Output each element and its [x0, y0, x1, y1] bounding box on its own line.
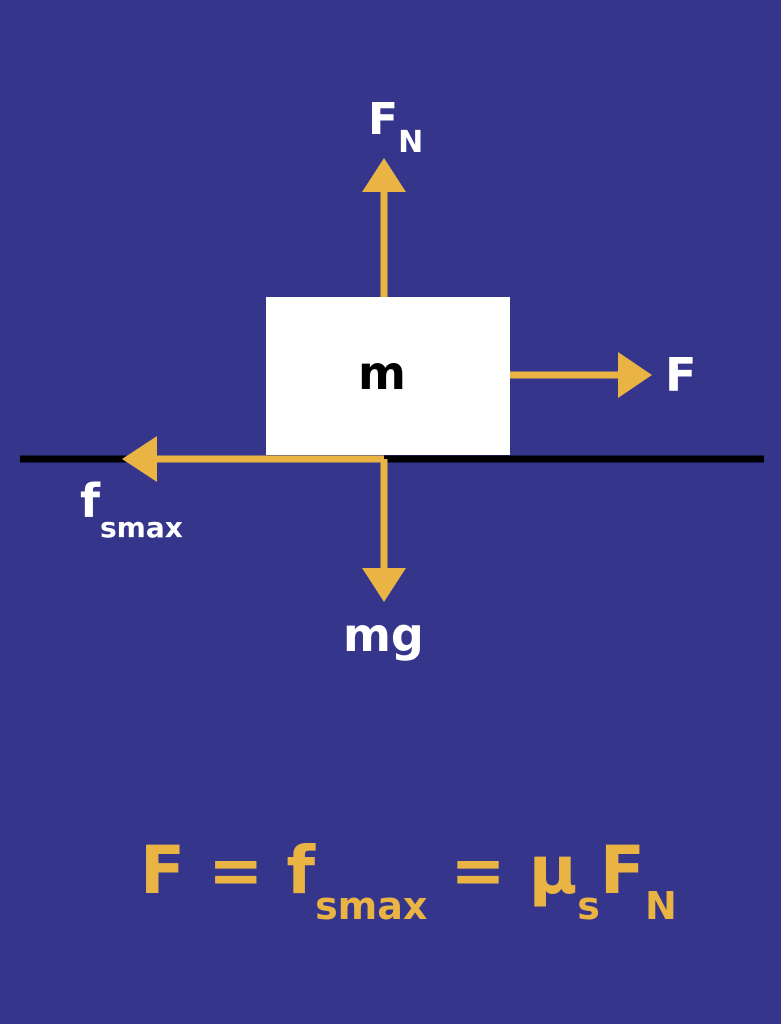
weight-arrowhead	[362, 568, 406, 602]
applied-force-label: F	[665, 348, 697, 402]
normal-force-label: FN	[368, 94, 424, 160]
weight-label: mg	[343, 608, 424, 662]
friction-label: fsmax	[80, 474, 183, 544]
mass-block	[266, 297, 510, 455]
equation: F = fsmax = μsFN	[140, 832, 677, 928]
normal-force-arrowhead	[362, 158, 406, 192]
applied-force-arrowhead	[618, 352, 652, 398]
mass-label: m	[358, 346, 406, 400]
friction-force-arrowhead	[122, 436, 157, 482]
